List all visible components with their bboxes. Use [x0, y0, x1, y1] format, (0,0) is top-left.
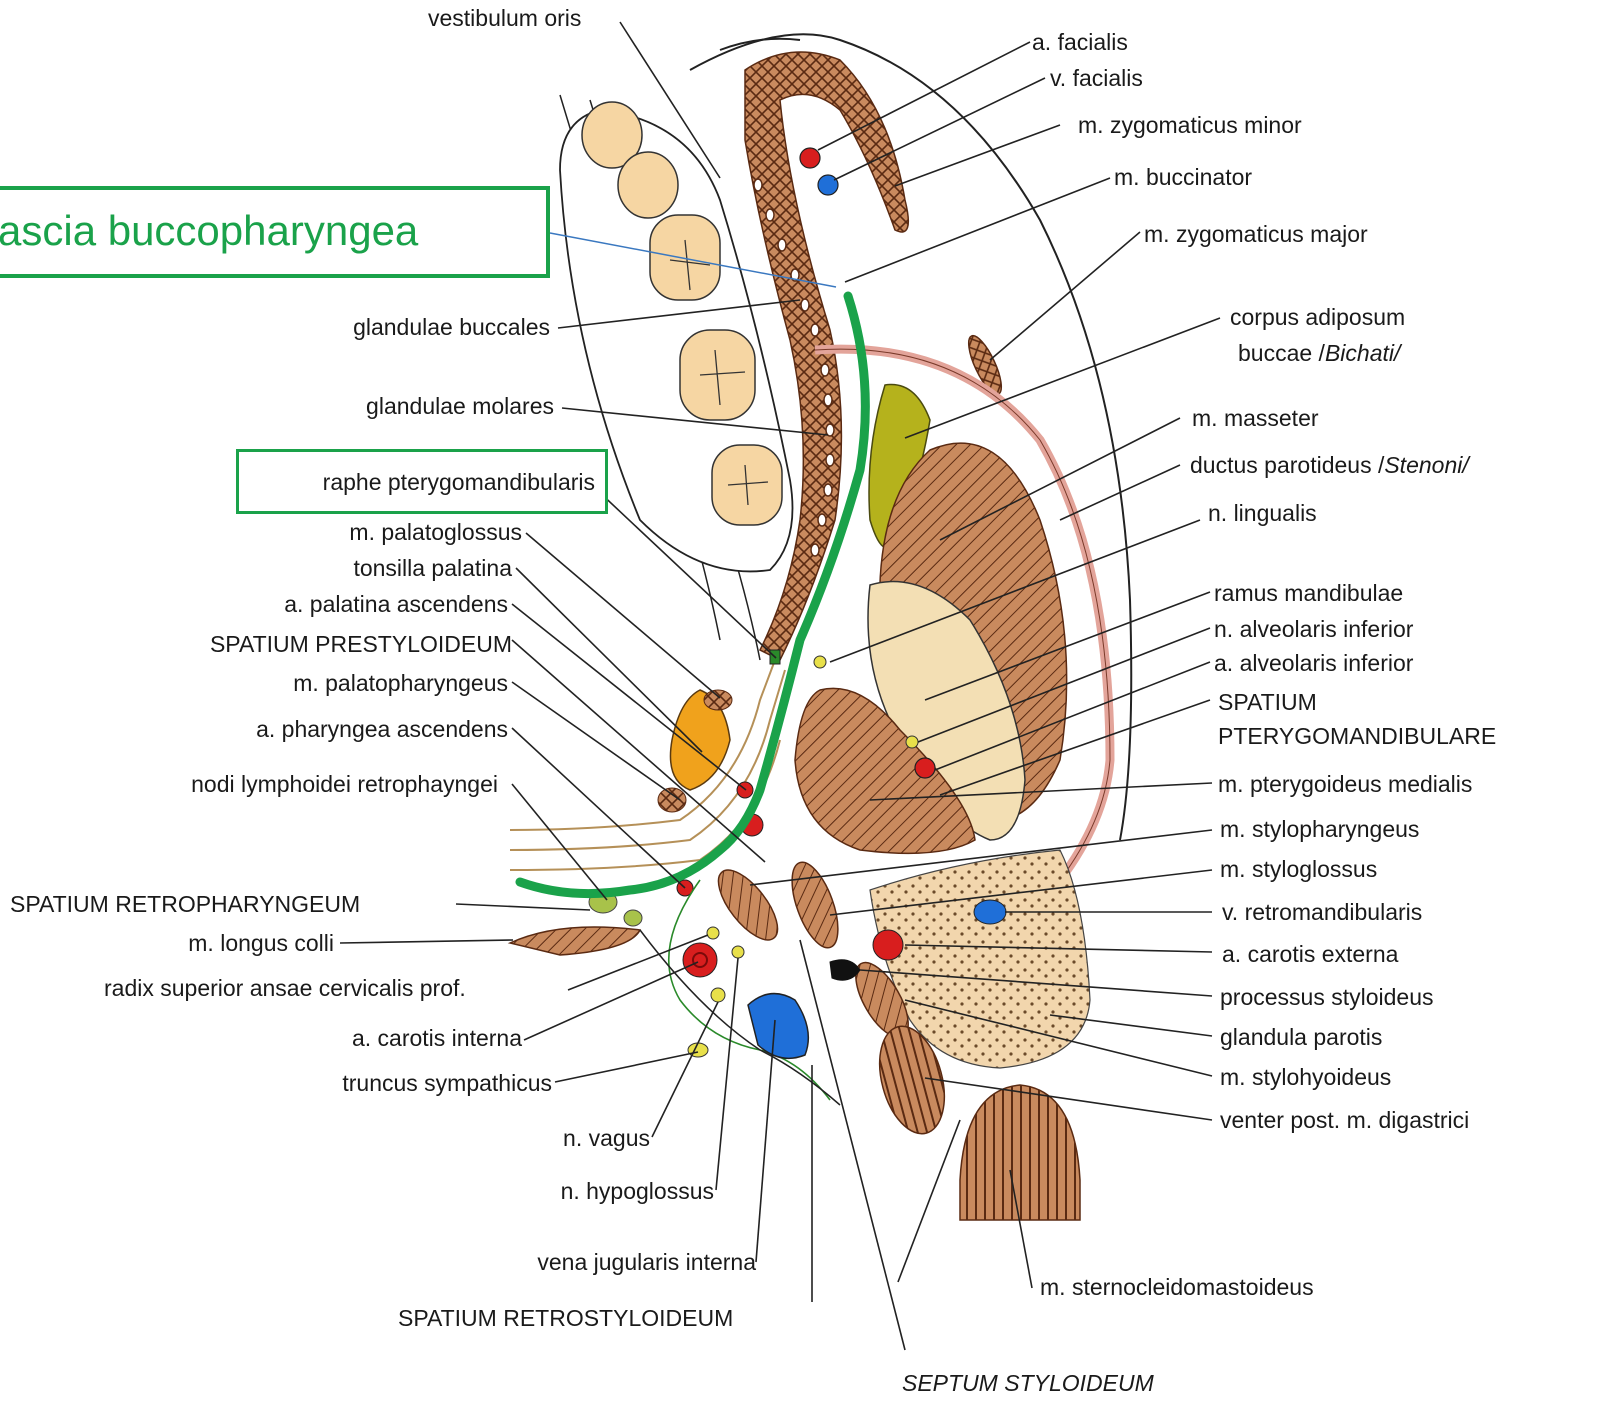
label-spatium-pterygomandibulare-2: PTERYGOMANDIBULARE [1218, 723, 1496, 749]
label-a-palatina-ascendens: a. palatina ascendens [100, 591, 508, 617]
label-m-stylohyoideus: m. stylohyoideus [1220, 1064, 1391, 1090]
label-m-zygomaticus-major: m. zygomaticus major [1144, 221, 1368, 247]
truncus-sympathicus-dot [688, 1043, 708, 1057]
label-m-styloglossus: m. styloglossus [1220, 856, 1377, 882]
a-carotis-interna-dot [683, 943, 717, 977]
label-radix-superior: radix superior ansae cervicalis prof. [104, 975, 466, 1001]
m-sternocleidomastoideus-shape [960, 1085, 1080, 1220]
label-m-zygomaticus-minor: m. zygomaticus minor [1078, 112, 1302, 138]
v-retromandibularis-dot [974, 900, 1006, 924]
label-m-palatopharyngeus: m. palatopharyngeus [100, 670, 508, 696]
label-truncus-sympathicus: truncus sympathicus [200, 1070, 552, 1096]
v-facialis-dot [818, 175, 838, 195]
label-ductus-parotideus-text: ductus parotideus / [1190, 452, 1384, 478]
label-vena-jugularis-interna: vena jugularis interna [450, 1249, 756, 1275]
label-m-sternocleidomastoideus: m. sternocleidomastoideus [1040, 1274, 1314, 1300]
label-spatium-pterygomandibulare-1: SPATIUM [1218, 689, 1317, 715]
label-v-retromandibularis: v. retromandibularis [1222, 899, 1422, 925]
label-ductus-parotideus: ductus parotideus /Stenoni/ [1190, 452, 1469, 478]
label-m-pterygoideus-medialis: m. pterygoideus medialis [1218, 771, 1472, 797]
label-m-palatoglossus: m. palatoglossus [200, 519, 522, 545]
label-a-alveolaris-inferior: a. alveolaris inferior [1214, 650, 1413, 676]
label-glandula-parotis: glandula parotis [1220, 1024, 1382, 1050]
label-m-buccinator: m. buccinator [1114, 164, 1252, 190]
label-a-pharyngea-ascendens: a. pharyngea ascendens [100, 716, 508, 742]
label-glandulae-molares: glandulae molares [250, 393, 554, 419]
label-m-longus-colli: m. longus colli [60, 930, 334, 956]
label-ramus-mandibulae: ramus mandibulae [1214, 580, 1403, 606]
label-glandulae-buccales: glandulae buccales [250, 314, 550, 340]
a-alveolaris-inferior-dot [915, 758, 935, 778]
nodi-lymphoidei-2 [624, 910, 642, 926]
label-spatium-prestyloideum: SPATIUM PRESTYLOIDEUM [100, 631, 512, 657]
label-n-alveolaris-inferior: n. alveolaris inferior [1214, 616, 1413, 642]
m-stylopharyngeus-shape [708, 861, 788, 949]
n-hypoglossus-dot [732, 946, 744, 958]
label-corpus-adiposum-line2: buccae /Bichati/ [1238, 340, 1400, 366]
n-vagus-dot [711, 988, 725, 1002]
label-m-masseter: m. masseter [1192, 405, 1319, 431]
label-spatium-retrostyloideum: SPATIUM RETROSTYLOIDEUM [398, 1305, 733, 1331]
label-vestibulum-oris: vestibulum oris [428, 5, 581, 31]
label-septum-styloideum: SEPTUM STYLOIDEUM [902, 1370, 1154, 1396]
cheek-inner-contour [720, 39, 800, 50]
m-palatoglossus-shape [704, 690, 732, 710]
label-venter-post-m-digastrici: venter post. m. digastrici [1220, 1107, 1469, 1133]
label-n-vagus: n. vagus [450, 1125, 650, 1151]
label-a-carotis-externa: a. carotis externa [1222, 941, 1398, 967]
label-raphe-pterygomandibularis: raphe pterygomandibularis [250, 469, 595, 495]
label-spatium-retropharyngeum: SPATIUM RETROPHARYNGEUM [10, 891, 360, 917]
tooth-3 [650, 215, 720, 300]
label-tonsilla-palatina: tonsilla palatina [200, 555, 512, 581]
label-processus-styloideus: processus styloideus [1220, 984, 1434, 1010]
label-a-carotis-interna: a. carotis interna [200, 1025, 522, 1051]
label-stenoni: Stenoni/ [1384, 452, 1468, 478]
m-styloglossus-shape [783, 857, 848, 954]
n-lingualis-dot [814, 656, 826, 668]
label-buccae: buccae / [1238, 340, 1325, 366]
fascia-buccopharyngea-label: ascia buccopharyngea [0, 207, 418, 255]
m-palatopharyngeus-shape [658, 788, 686, 812]
label-v-facialis: v. facialis [1050, 65, 1143, 91]
label-bichati: Bichati/ [1325, 340, 1400, 366]
label-m-stylopharyngeus: m. stylopharyngeus [1220, 816, 1419, 842]
n-alveolaris-inferior-dot [906, 736, 918, 748]
a-facialis-dot [800, 148, 820, 168]
tooth-2 [618, 152, 678, 218]
radix-superior-dot [707, 927, 719, 939]
m-longus-colli-shape [510, 927, 640, 955]
label-n-lingualis: n. lingualis [1208, 500, 1317, 526]
label-corpus-adiposum: corpus adiposum [1230, 304, 1405, 330]
label-nodi-lymphoidei: nodi lymphoidei retrophayngei [60, 771, 498, 797]
a-carotis-externa-dot [873, 930, 903, 960]
label-n-hypoglossus: n. hypoglossus [450, 1178, 714, 1204]
label-a-facialis: a. facialis [1032, 29, 1128, 55]
